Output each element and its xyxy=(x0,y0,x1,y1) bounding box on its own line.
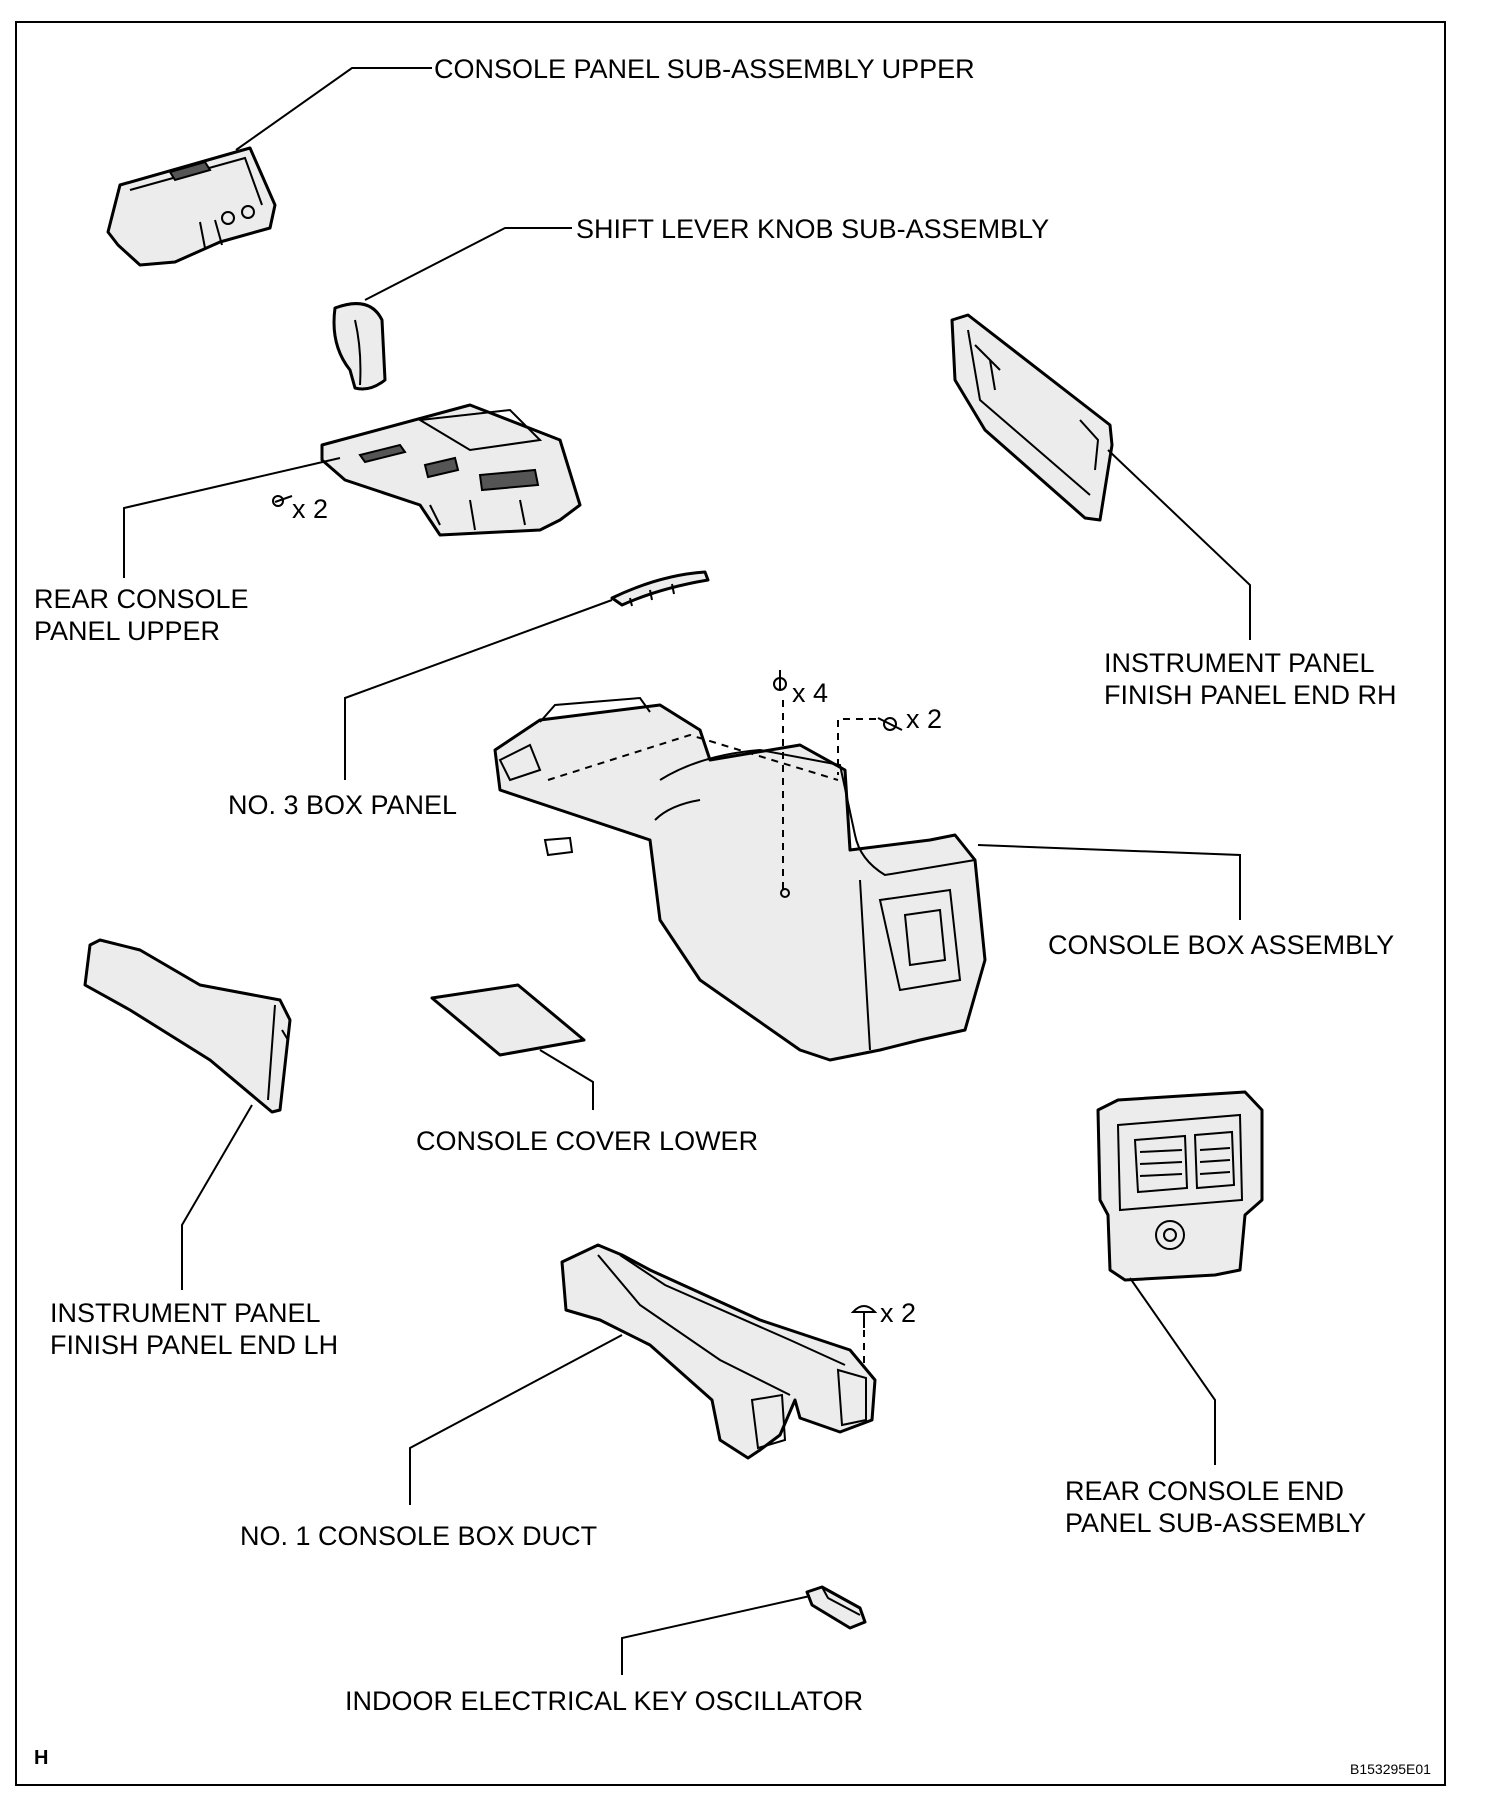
instr-finish-panel-rh-part xyxy=(950,313,1114,522)
rear-console-end-panel-label-line1: REAR CONSOLE END xyxy=(1065,1476,1344,1506)
no1-console-box-duct-label: NO. 1 CONSOLE BOX DUCT xyxy=(240,1521,597,1551)
instr-finish-panel-lh-label-line2: FINISH PANEL END LH xyxy=(50,1330,338,1360)
instr-finish-panel-rh-leader xyxy=(1107,449,1251,640)
no3-box-panel-part xyxy=(610,570,710,607)
box-panel-guide-line xyxy=(547,733,839,781)
console-cover-lower-label: CONSOLE COVER LOWER xyxy=(416,1126,758,1156)
rear-panel-screws-qty: x 2 xyxy=(292,494,328,524)
box-screw-guide-line xyxy=(837,718,876,775)
console-panel-upper-part xyxy=(106,146,277,267)
no3-box-panel-label: NO. 3 BOX PANEL xyxy=(228,790,457,820)
rear-panel-screw-icon xyxy=(272,495,293,507)
console-box-assembly-leader xyxy=(977,844,1241,920)
console-box-assembly-part xyxy=(493,696,987,1062)
no1-console-box-duct-leader xyxy=(409,1334,623,1505)
console-cover-lower-leader xyxy=(539,1049,594,1110)
box-screws-qty: x 2 xyxy=(906,704,942,734)
rear-console-panel-upper-label-line1: REAR CONSOLE xyxy=(34,584,249,614)
figure-code: B153295E01 xyxy=(1350,1761,1431,1777)
rear-console-end-panel-part xyxy=(1096,1090,1264,1282)
console-panel-upper-label: CONSOLE PANEL SUB-ASSEMBLY UPPER xyxy=(434,54,975,84)
instr-finish-panel-lh-label-line1: INSTRUMENT PANEL xyxy=(50,1298,321,1328)
shift-knob-leader xyxy=(364,227,572,301)
diagram-frame xyxy=(15,21,1446,1786)
rear-console-panel-upper-part xyxy=(320,403,582,537)
no1-console-box-duct-part xyxy=(560,1243,877,1460)
box-bolt-icon xyxy=(773,670,787,691)
duct-clips-qty: x 2 xyxy=(880,1298,916,1328)
corner-letter: H xyxy=(34,1747,48,1769)
no3-box-panel-leader xyxy=(344,599,613,780)
console-panel-upper-leader xyxy=(235,67,432,151)
key-oscillator-part xyxy=(805,1585,867,1630)
console-box-assembly-label: CONSOLE BOX ASSEMBLY xyxy=(1048,930,1394,960)
key-oscillator-label: INDOOR ELECTRICAL KEY OSCILLATOR xyxy=(345,1686,863,1716)
instr-finish-panel-lh-leader xyxy=(181,1104,253,1290)
instr-finish-panel-rh-label-line2: FINISH PANEL END RH xyxy=(1104,680,1397,710)
box-bolts-qty: x 4 xyxy=(792,678,828,708)
box-screw-icon xyxy=(877,717,903,731)
rear-console-panel-upper-label-line2: PANEL UPPER xyxy=(34,616,220,646)
shift-knob-label: SHIFT LEVER KNOB SUB-ASSEMBLY xyxy=(576,214,1049,244)
shift-knob-part xyxy=(332,302,387,391)
instr-finish-panel-lh-part xyxy=(83,938,292,1114)
console-cover-lower-part xyxy=(430,983,586,1057)
rear-console-panel-upper-leader xyxy=(123,457,341,578)
rear-console-end-panel-leader xyxy=(1129,1277,1216,1465)
rear-console-end-panel-label-line2: PANEL SUB-ASSEMBLY xyxy=(1065,1508,1366,1538)
key-oscillator-leader xyxy=(621,1595,811,1675)
instr-finish-panel-rh-label-line1: INSTRUMENT PANEL xyxy=(1104,648,1375,678)
duct-clip-icon xyxy=(850,1305,878,1328)
